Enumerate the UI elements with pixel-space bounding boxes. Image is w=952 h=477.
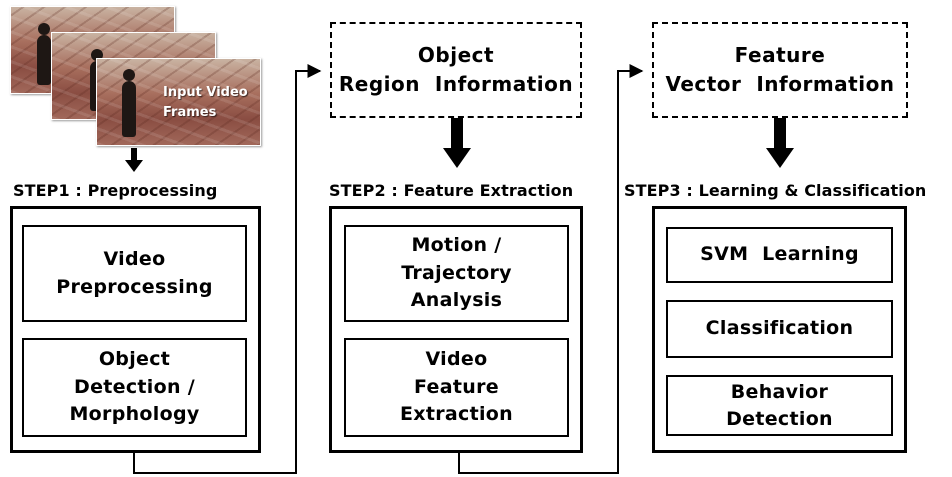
object-detection-box: Object Detection / Morphology — [22, 338, 247, 437]
behavior-detection-box: Behavior Detection — [666, 375, 893, 436]
classification-box: Classification — [666, 300, 893, 358]
arrow-vector-to-step3 — [766, 118, 794, 168]
connector-step2-to-vector-info — [458, 64, 644, 474]
input-video-frames: Input Video Frames — [10, 6, 272, 152]
object-detection-line: Morphology — [69, 403, 200, 426]
object-detection-line: Detection / — [74, 375, 195, 398]
object-region-info-box: Object Region Information — [330, 22, 582, 118]
input-frames-label: Input Video Frames — [163, 85, 248, 121]
connector-step1-to-region-info — [133, 64, 322, 474]
video-preprocessing-line: Video — [103, 247, 166, 270]
step3-label: STEP3 : Learning & Classification — [624, 181, 927, 200]
video-preprocessing-line: Preprocessing — [56, 275, 213, 298]
feature-vector-info-box: Feature Vector Information — [652, 22, 908, 118]
video-feature-extraction-box: Video Feature Extraction — [344, 338, 569, 437]
object-detection-line: Object — [98, 348, 171, 371]
video-preprocessing-box: Video Preprocessing — [22, 225, 247, 322]
svm-learning-box: SVM Learning — [666, 227, 893, 283]
arrow-frames-to-step1 — [125, 148, 143, 172]
video-frame-3: Input Video Frames — [96, 58, 261, 146]
motion-trajectory-box: Motion / Trajectory Analysis — [344, 225, 569, 322]
arrow-region-to-step2 — [443, 118, 471, 168]
step2-label: STEP2 : Feature Extraction — [329, 181, 574, 200]
step1-label: STEP1 : Preprocessing — [13, 181, 218, 200]
